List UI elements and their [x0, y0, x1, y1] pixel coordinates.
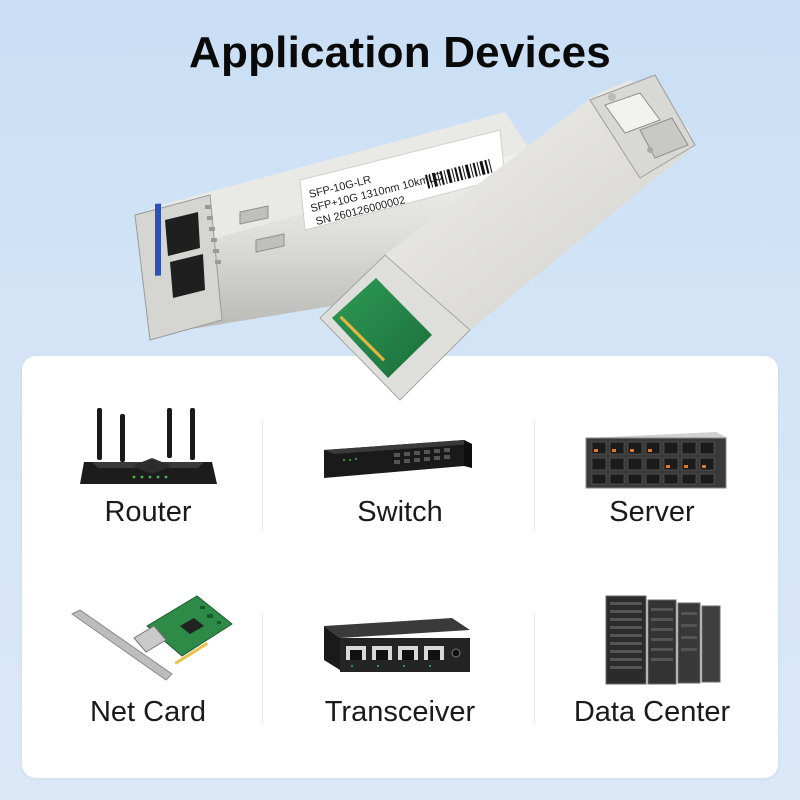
module-serial: SN 260126000002: [315, 194, 407, 228]
column-divider: [262, 614, 263, 724]
router-icon: [80, 408, 217, 484]
device-switch: Switch: [274, 356, 526, 556]
page-title: Application Devices: [189, 28, 611, 77]
device-router: Router: [22, 356, 274, 556]
device-transceiver: Transceiver: [274, 556, 526, 756]
switch-icon: [324, 440, 472, 478]
device-server: Server: [526, 356, 778, 556]
module-spec: SFP+10G 1310nm 10kmLC: [309, 171, 443, 215]
devices-panel: Router Switch Server: [22, 356, 778, 778]
column-divider: [262, 420, 263, 530]
media-converter-icon: [324, 618, 470, 672]
sfp-module-rear-view: [319, 74, 696, 401]
column-divider: [534, 614, 535, 724]
device-label-switch: Switch: [357, 496, 443, 528]
device-label-router: Router: [104, 496, 192, 528]
device-net-card: Net Card: [22, 556, 274, 756]
network-card-icon: [71, 595, 233, 681]
device-data-center: Data Center: [526, 556, 778, 756]
column-divider: [534, 420, 535, 530]
device-label-server: Server: [609, 496, 695, 528]
barcode: [425, 159, 493, 189]
server-rack-icon: [605, 595, 721, 685]
sfp-module-front-view: SFP-10G-LR SFP+10G 1310nm 10kmLC SN 2601…: [134, 112, 540, 341]
module-part-number: SFP-10G-LR: [308, 174, 373, 201]
device-label-net-card: Net Card: [89, 696, 207, 728]
device-label-data-center: Data Center: [573, 696, 731, 728]
device-label-transceiver: Transceiver: [324, 696, 476, 728]
server-icon: [585, 432, 728, 489]
